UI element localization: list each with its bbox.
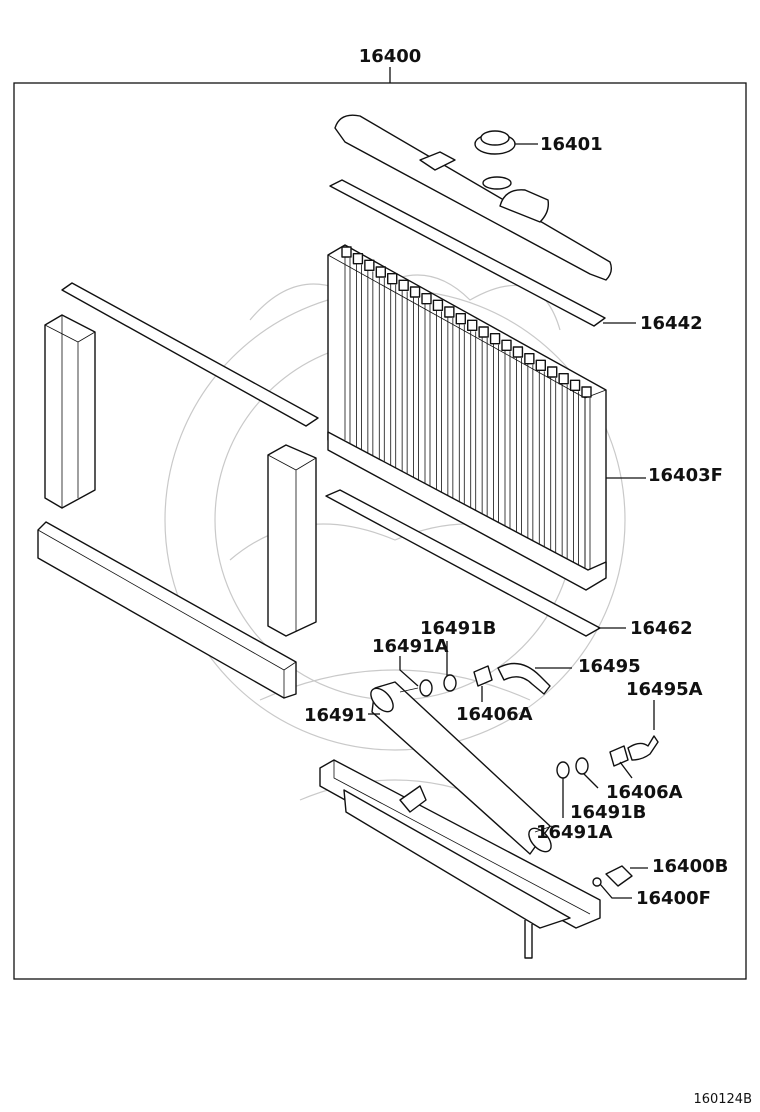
radiator-cap[interactable] — [474, 130, 516, 155]
core-tube-cap — [352, 252, 364, 265]
callout-16403f[interactable]: 16403F — [648, 465, 723, 486]
callout-16491a-lower[interactable]: 16491A — [536, 822, 613, 843]
callout-16495[interactable]: 16495 — [578, 656, 641, 677]
assembly-frame — [13, 82, 747, 980]
callout-16462[interactable]: 16462 — [630, 618, 693, 639]
washers-and-fittings[interactable] — [419, 662, 659, 779]
core-tube-cap — [467, 319, 478, 332]
core-tube-cap — [375, 266, 386, 278]
core-tube-cap — [512, 346, 524, 358]
core-tube-cap — [547, 366, 558, 378]
core-tube — [584, 395, 591, 583]
figure-code: 160124B — [693, 1092, 752, 1107]
core-tube — [516, 355, 522, 543]
core-tube — [470, 328, 477, 517]
core-tube — [367, 268, 374, 457]
core-tube — [424, 301, 431, 490]
core-tube — [504, 348, 511, 537]
core-tube — [527, 361, 534, 550]
core-tube — [458, 321, 465, 510]
core-tube-cap — [558, 372, 569, 385]
callout-labels: 16401 16442 16403F 16462 16491B 16491A 1… — [304, 134, 728, 909]
core-tube-cap — [501, 339, 512, 352]
upper-gasket[interactable] — [329, 179, 606, 327]
callout-16401[interactable]: 16401 — [540, 134, 603, 155]
core-tube — [413, 295, 419, 483]
callout-16400b[interactable]: 16400B — [652, 856, 728, 877]
core-tube-cap — [581, 386, 592, 398]
callout-16491a-upper[interactable]: 16491A — [372, 636, 449, 657]
core-tube — [401, 288, 408, 477]
callout-16491b-upper[interactable]: 16491B — [420, 618, 496, 639]
callout-16406a-upper[interactable]: 16406A — [456, 704, 533, 725]
core-tube-cap — [421, 292, 432, 305]
core-tube-cap — [432, 299, 444, 312]
core-tube-cap — [409, 286, 421, 298]
callout-16495a[interactable]: 16495A — [626, 679, 703, 700]
upper-tank[interactable] — [334, 114, 613, 281]
seal-strips[interactable] — [37, 282, 319, 699]
radiator-core[interactable] — [327, 244, 607, 591]
core-tube — [378, 275, 385, 463]
leader-lines — [368, 143, 655, 899]
core-tube — [344, 255, 351, 443]
core-tube-cap — [455, 312, 466, 325]
core-tube-cap — [387, 272, 398, 285]
core-tube — [436, 308, 442, 497]
core-tube-cap — [341, 246, 352, 258]
callout-16491b-lower[interactable]: 16491B — [570, 802, 646, 823]
lower-tank[interactable] — [319, 759, 601, 959]
core-tube-cap — [478, 326, 489, 338]
core-tube — [390, 281, 397, 470]
core-tube-cap — [489, 332, 501, 345]
core-tube — [573, 388, 579, 577]
core-tube-cap — [524, 352, 535, 365]
core-tube — [538, 368, 545, 557]
callout-16406a-lower[interactable]: 16406A — [606, 782, 683, 803]
drain-cock[interactable] — [592, 865, 633, 887]
assembly-number-label[interactable]: 16400 — [359, 46, 422, 67]
core-tube — [561, 381, 568, 570]
core-tube-cap — [364, 259, 375, 272]
core-tube — [493, 341, 499, 530]
core-tube — [447, 315, 454, 503]
core-tube-cap — [398, 279, 409, 292]
oil-cooler-pipe[interactable] — [367, 681, 556, 856]
core-tube — [481, 335, 488, 523]
callout-16491[interactable]: 16491 — [304, 705, 367, 726]
core-tube-cap — [444, 306, 455, 318]
callout-16442[interactable]: 16442 — [640, 313, 703, 334]
callout-16400f[interactable]: 16400F — [636, 888, 711, 909]
core-tube-cap — [569, 379, 581, 392]
core-tube — [356, 261, 362, 450]
core-tube — [550, 375, 557, 563]
core-tube-cap — [535, 359, 546, 372]
